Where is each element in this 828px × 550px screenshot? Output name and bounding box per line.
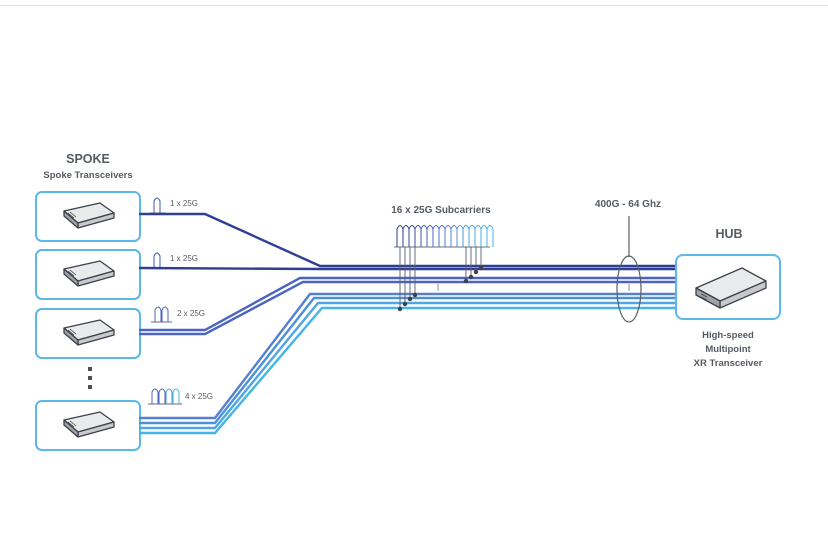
hub-caption-line3: XR Transceiver: [694, 358, 763, 369]
spoke-rate-label-4: 4 x 25G: [185, 392, 213, 401]
fiber-bundle: [138, 212, 677, 435]
subcarrier-spectrum-icon: [394, 225, 494, 248]
spectrum-icon-2: [150, 252, 166, 269]
spoke-rate-label-3: 2 x 25G: [177, 309, 205, 318]
spoke-transceiver-4[interactable]: [35, 400, 141, 451]
spectrum-icon-1: [150, 197, 166, 214]
top-divider: [0, 5, 828, 6]
spoke-transceiver-3[interactable]: [35, 308, 141, 359]
spectrum-icon-3: [151, 306, 172, 323]
subcarrier-drop-lines: [399, 247, 482, 309]
spoke-subtitle: Spoke Transceivers: [43, 170, 132, 181]
spoke-title: SPOKE: [66, 152, 110, 166]
more-spokes-ellipsis-icon: [88, 367, 92, 389]
spoke-rate-label-2: 1 x 25G: [170, 254, 198, 263]
spoke-transceiver-2[interactable]: [35, 249, 141, 300]
bandwidth-label: 400G - 64 Ghz: [595, 199, 661, 210]
hub-caption-line1: High-speed: [702, 330, 754, 341]
subcarriers-label: 16 x 25G Subcarriers: [391, 205, 491, 216]
bandwidth-ellipse-marker: [616, 216, 642, 323]
hub-caption-line2: Multipoint: [705, 344, 751, 355]
spectrum-icon-4: [148, 388, 182, 405]
hub-title: HUB: [715, 227, 742, 241]
hub-transceiver[interactable]: [675, 254, 781, 320]
subcarrier-junction-dots: [397, 265, 484, 312]
hub-module-icon: [695, 267, 767, 309]
spoke-transceiver-1[interactable]: [35, 191, 141, 242]
spoke-rate-label-1: 1 x 25G: [170, 199, 198, 208]
